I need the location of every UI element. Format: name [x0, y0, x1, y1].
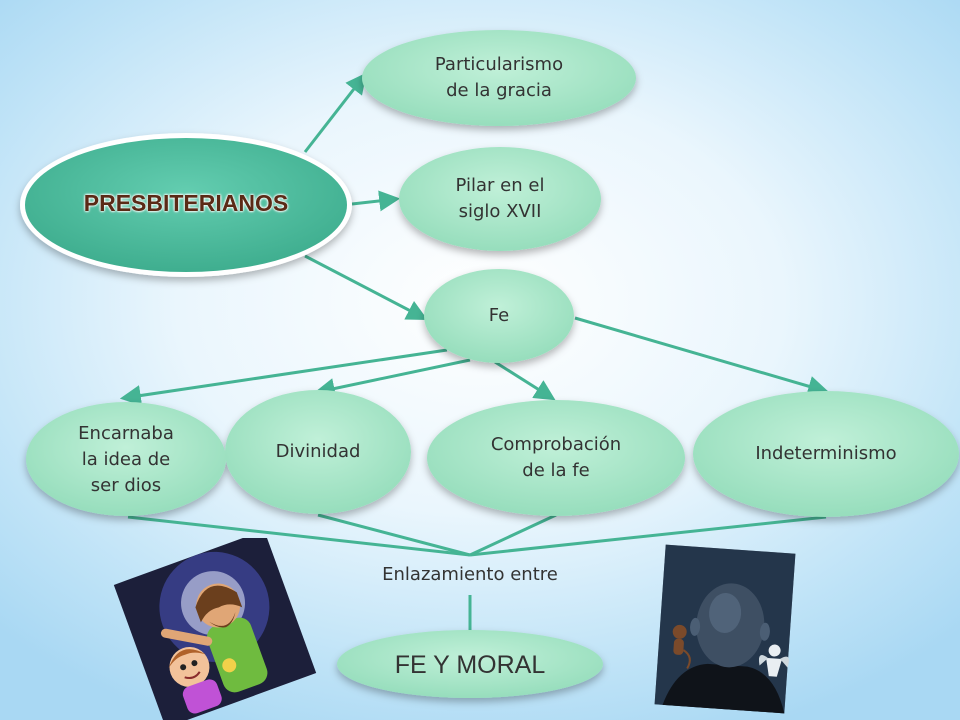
arrow-to-divinidad — [313, 358, 471, 399]
node-indeterminismo-label: Indeterminismo — [755, 442, 897, 464]
link-line-encarnaba — [127, 515, 471, 557]
node-comprobacion — [427, 400, 685, 516]
link-line-divinidad — [317, 513, 471, 557]
link-label: Enlazamiento entre — [382, 563, 558, 585]
node-particularismo-label: Particularismo de la gracia — [434, 53, 564, 101]
node-divinidad-label: Divinidad — [275, 440, 361, 462]
link-line-indeterminismo — [469, 515, 827, 557]
cartoon-children-illustration — [113, 538, 317, 720]
node-encarnaba-label: Encarnaba la idea de ser dios — [78, 422, 174, 497]
arrow-to-comprobacion — [494, 360, 556, 401]
node-fe — [424, 269, 574, 363]
node-comprobacion-label: Comprobación de la fe — [490, 433, 622, 481]
node-encarnaba — [26, 402, 226, 516]
node-fe-y-moral — [337, 630, 603, 698]
link-line-comprobacion — [469, 513, 557, 557]
main-node-label: PRESBITERIANOS — [83, 190, 289, 217]
arrow-to-encarnaba — [119, 348, 448, 406]
node-fe-y-moral-label: FE Y MORAL — [394, 651, 546, 679]
connectors — [119, 72, 830, 632]
main-node — [25, 138, 347, 272]
node-indeterminismo — [693, 391, 959, 517]
arrow-to-particularismo — [303, 72, 367, 153]
node-particularismo — [362, 30, 636, 126]
node-pilar — [399, 147, 601, 251]
arrow-to-fe — [304, 254, 428, 320]
node-divinidad — [225, 390, 411, 514]
arrow-to-indeterminismo — [574, 316, 830, 397]
node-fe-label: Fe — [488, 304, 510, 326]
head-with-angel-and-devil-illustration — [654, 544, 796, 714]
arrow-to-pilar — [351, 190, 401, 212]
node-pilar-label: Pilar en el siglo XVII — [455, 174, 545, 222]
